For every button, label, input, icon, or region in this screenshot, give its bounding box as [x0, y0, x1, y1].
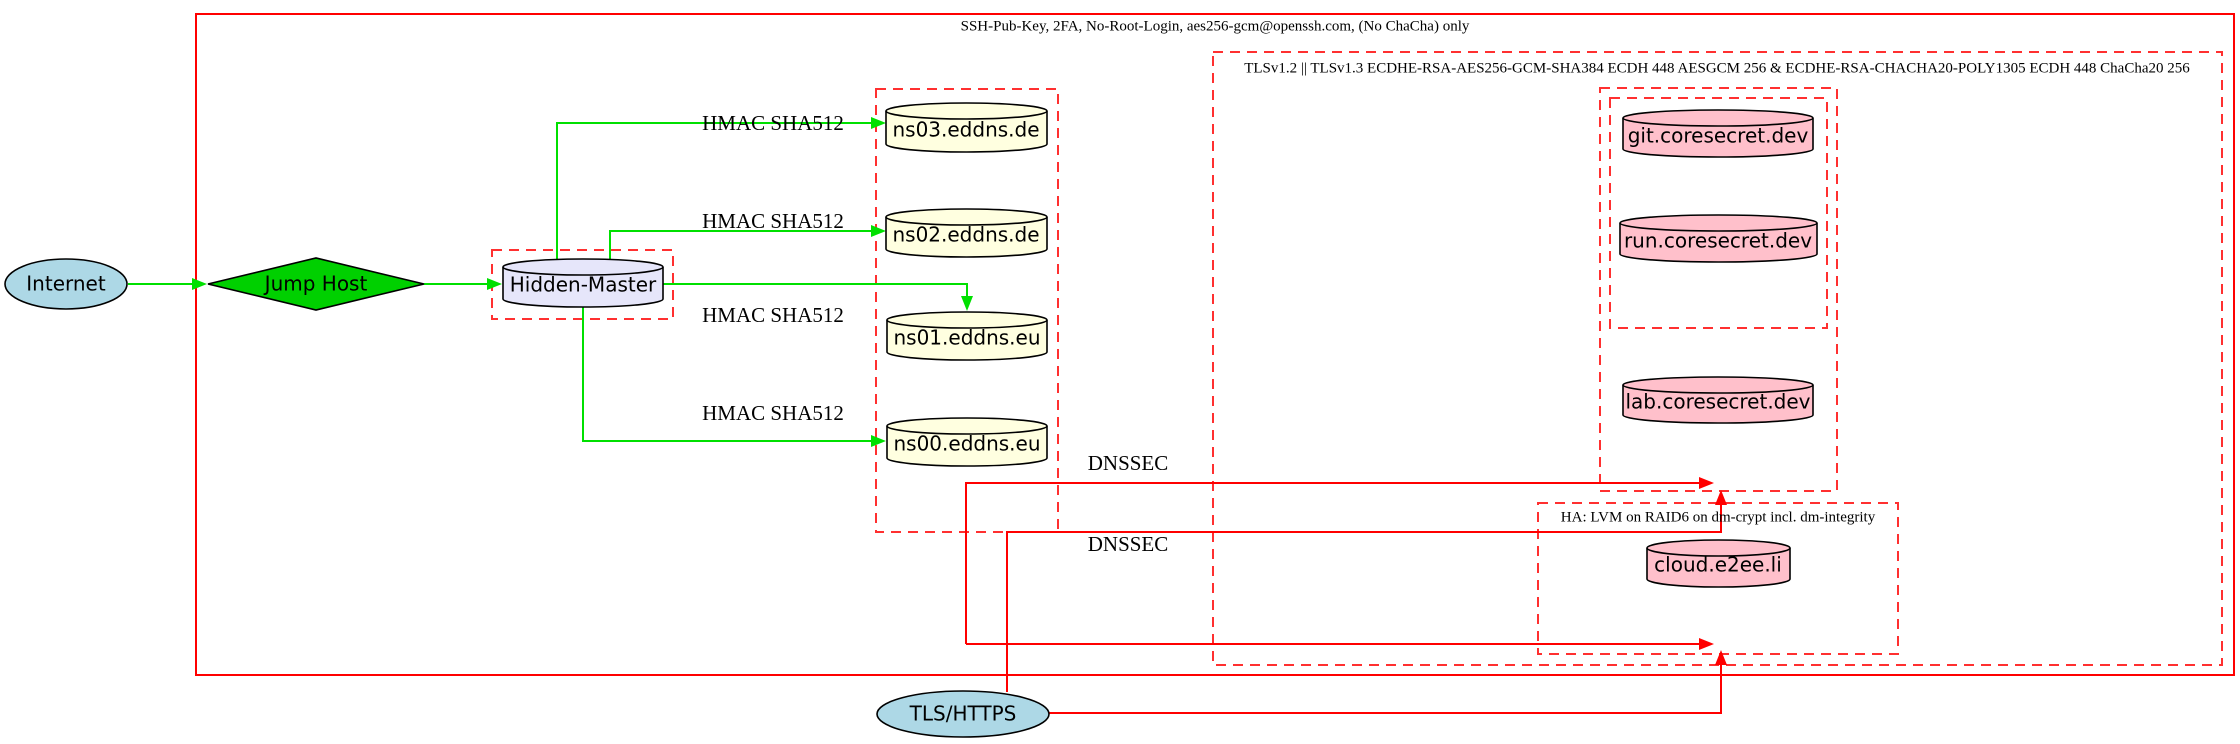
edge-label-hmac-ns03: HMAC SHA512: [702, 111, 844, 135]
run-cylinder: [1619, 214, 1818, 263]
git-cylinder: [1622, 109, 1814, 158]
cylinder-lid: [886, 319, 1048, 329]
edge-label-hmac-ns00: HMAC SHA512: [702, 401, 844, 425]
arrowhead-icon: [871, 435, 886, 447]
edge-hiddenmaster-to-ns03: [556, 122, 878, 262]
ns03-cylinder: [885, 102, 1048, 153]
ns00-cylinder: [886, 417, 1048, 467]
arrowhead-icon: [1715, 490, 1727, 505]
green-arrowheads: [192, 117, 973, 447]
node-jump-host: Jump Host: [207, 257, 425, 311]
cylinder-lid: [886, 425, 1048, 435]
cylinder-lid: [1622, 117, 1814, 127]
cluster-boxes: [195, 13, 2235, 676]
edge-label-hmac-ns01: HMAC SHA512: [702, 303, 844, 327]
node-run-coresecret: run.coresecret.dev: [1619, 214, 1818, 263]
ns02-label: ns02.eddns.de: [892, 223, 1039, 247]
node-lab-coresecret: lab.coresecret.dev: [1622, 376, 1814, 424]
arrowhead-icon: [1715, 650, 1727, 665]
cluster-coresecret-outer-box: [1599, 87, 1838, 492]
node-tls-https: TLS/HTTPS: [876, 690, 1050, 738]
red-arrowheads: [1699, 477, 1727, 665]
arrowhead-icon: [1699, 638, 1714, 650]
edge-label-dnssec-1: DNSSEC: [1088, 451, 1169, 475]
hidden-master-cylinder: [502, 258, 664, 308]
cylinder-lid: [1646, 547, 1791, 557]
arrowhead-icon: [871, 225, 886, 237]
cylinder-lid: [885, 216, 1048, 226]
edge-hiddenmaster-to-ns00: [582, 306, 878, 442]
edge-label-hmac-ns02: HMAC SHA512: [702, 209, 844, 233]
node-ns01: ns01.eddns.eu: [886, 311, 1048, 361]
node-ns02: ns02.eddns.de: [885, 208, 1048, 258]
arrowhead-icon: [487, 278, 502, 290]
run-label: run.coresecret.dev: [1624, 229, 1812, 253]
arrowhead-icon: [192, 278, 207, 290]
red-edges: [965, 482, 1722, 714]
node-internet: Internet: [4, 258, 128, 310]
edge-tlshttps-to-ha: [1049, 659, 1722, 714]
edge-hiddenmaster-to-ns02: [609, 230, 878, 262]
ns02-cylinder: [885, 208, 1048, 258]
hidden-master-label: Hidden-Master: [510, 273, 657, 297]
cluster-ssh-label: SSH-Pub-Key, 2FA, No-Root-Login, aes256-…: [961, 18, 1470, 34]
arrowhead-icon: [871, 117, 886, 129]
cloud-cylinder: [1646, 539, 1791, 588]
node-git-coresecret: git.coresecret.dev: [1622, 109, 1814, 158]
cylinder-lid: [1622, 384, 1814, 394]
ns01-label: ns01.eddns.eu: [893, 326, 1040, 350]
git-label: git.coresecret.dev: [1628, 124, 1809, 148]
edge-label-dnssec-2: DNSSEC: [1088, 532, 1169, 556]
ns00-label: ns00.eddns.eu: [893, 432, 1040, 456]
jump-host-diamond: [207, 257, 425, 311]
internet-label: Internet: [26, 272, 106, 296]
ns03-label: ns03.eddns.de: [892, 118, 1039, 142]
jump-host-label: Jump Host: [263, 272, 368, 296]
arrowhead-icon: [1699, 477, 1714, 489]
cylinder-lid: [502, 266, 664, 276]
arrowhead-icon: [961, 296, 973, 311]
cluster-ssh-box: [195, 13, 2235, 676]
lab-cylinder: [1622, 376, 1814, 424]
cloud-label: cloud.e2ee.li: [1654, 553, 1782, 577]
lab-label: lab.coresecret.dev: [1625, 390, 1810, 414]
internet-ellipse: [4, 258, 128, 310]
edge-dnssec-to-coresecret: [965, 482, 1706, 644]
tls-https-label: TLS/HTTPS: [909, 702, 1017, 726]
node-hidden-master: Hidden-Master: [502, 258, 664, 308]
cylinder-lid: [885, 110, 1048, 120]
cluster-coresecret-inner-box: [1609, 97, 1828, 329]
node-cloud-e2ee: cloud.e2ee.li: [1646, 539, 1791, 588]
cluster-tls-label: TLSv1.2 || TLSv1.3 ECDHE-RSA-AES256-GCM-…: [1244, 60, 2190, 76]
edge-tlshttps-to-coresecret: [1006, 499, 1722, 692]
edge-hiddenmaster-to-ns01: [663, 283, 968, 303]
cluster-ha-label: HA: LVM on RAID6 on dm-crypt incl. dm-in…: [1561, 509, 1876, 525]
cylinder-lid: [1619, 222, 1818, 232]
node-ns00: ns00.eddns.eu: [886, 417, 1048, 467]
tls-https-ellipse: [876, 690, 1050, 738]
node-ns03: ns03.eddns.de: [885, 102, 1048, 153]
ns01-cylinder: [886, 311, 1048, 361]
